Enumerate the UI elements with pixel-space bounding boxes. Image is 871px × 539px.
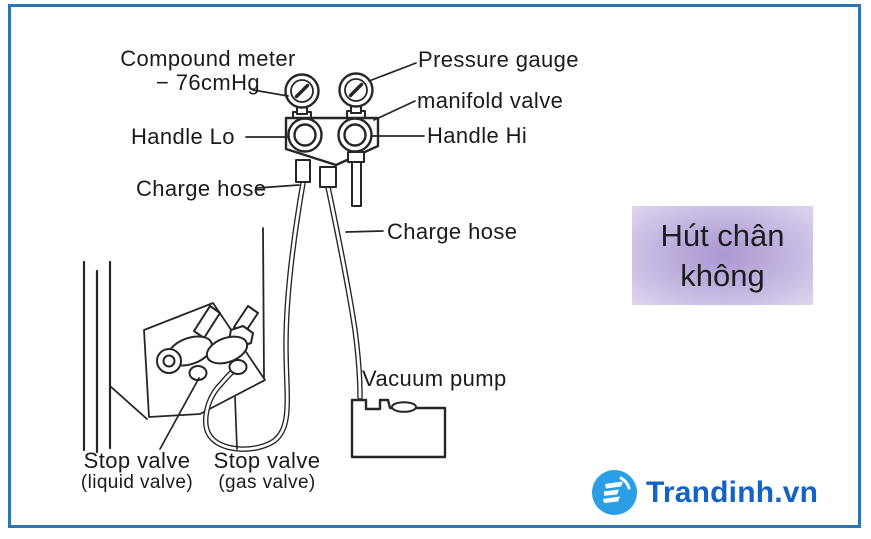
manifold-valve-label: manifold valve bbox=[417, 88, 564, 113]
vacuum-step-callout: Hút chân không bbox=[632, 206, 813, 305]
charge-hose-left-line bbox=[203, 180, 306, 452]
service-pipe bbox=[347, 151, 365, 207]
vacuum-step-callout-line1: Hút chân bbox=[660, 217, 785, 253]
vacuum-pump-drawing bbox=[350, 398, 447, 459]
handle-hi-label: Handle Hi bbox=[427, 123, 528, 148]
compound-meter-label: Compound meter − 76cmHg bbox=[116, 46, 300, 96]
handle-lo-label: Handle Lo bbox=[131, 124, 235, 149]
brand-watermark: Trandinh.vn bbox=[592, 470, 818, 515]
pressure-gauge-label: Pressure gauge bbox=[418, 47, 579, 72]
charge-hose-right-label: Charge hose bbox=[387, 219, 518, 244]
stop-valve-liquid-label: Stop valve (liquid valve) bbox=[66, 448, 208, 494]
manifold-body bbox=[284, 116, 380, 167]
brand-name: Trandinh.vn bbox=[646, 475, 819, 509]
layers-e-icon bbox=[592, 470, 637, 515]
compound-meter-label-line1: Compound meter bbox=[120, 46, 296, 71]
handle-right-knob bbox=[337, 117, 373, 153]
vacuum-step-callout-line2: không bbox=[680, 257, 765, 293]
stop-valve-gas-label-line1: Stop valve bbox=[213, 448, 321, 473]
stop-valve-gas-drawing bbox=[205, 305, 259, 375]
hose-connectors bbox=[295, 151, 365, 207]
stop-valve-gas-label: Stop valve (gas valve) bbox=[203, 448, 331, 494]
valve-panel bbox=[143, 302, 266, 418]
leader-lines bbox=[159, 62, 425, 450]
stop-valve-liquid-label-line2: (liquid valve) bbox=[80, 472, 194, 494]
gauge-right bbox=[338, 72, 374, 119]
outdoor-unit-wall bbox=[82, 227, 265, 454]
charge-hose-left-label: Charge hose bbox=[136, 176, 267, 201]
gauge-left bbox=[284, 73, 320, 120]
handle-left-knob bbox=[287, 117, 323, 153]
stop-valve-gas-label-line2: (gas valve) bbox=[218, 472, 316, 494]
vacuum-pump-label: Vacuum pump bbox=[362, 366, 507, 391]
compound-meter-label-line2: − 76cmHg bbox=[155, 70, 261, 96]
stop-valve-liquid-drawing bbox=[156, 305, 221, 381]
stop-valve-liquid-label-line1: Stop valve bbox=[83, 448, 191, 473]
charge-hose-right-line bbox=[325, 184, 363, 400]
